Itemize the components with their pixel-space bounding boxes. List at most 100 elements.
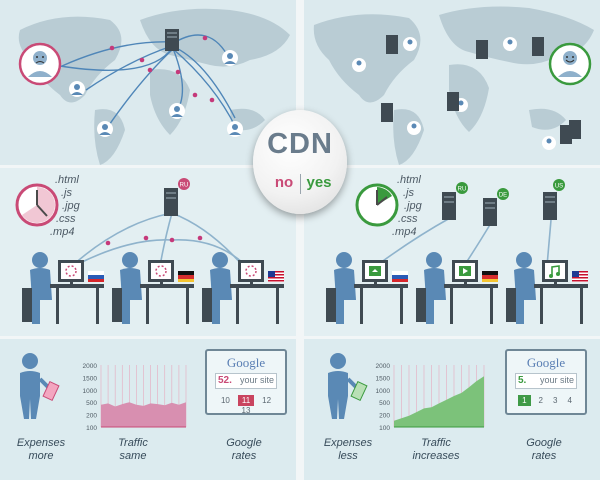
pagination: 10 11 12 13 <box>207 395 285 415</box>
server-ru-icon: RU <box>442 182 468 220</box>
page-number: 3 <box>553 396 558 405</box>
server-ru-icon: RU <box>164 178 190 216</box>
region-badge: RU <box>458 187 467 193</box>
traffic-area <box>101 402 186 427</box>
search-site: your site <box>540 375 575 385</box>
google-logo: Google <box>226 355 266 370</box>
page-number: 4 <box>567 396 572 405</box>
office-panel-cdn: .html .js .jpg .css .mp4 RU DE US <box>304 168 600 336</box>
file-type: .js <box>403 187 414 199</box>
user-node-icon <box>169 103 185 119</box>
axis-tick-label: 2000 <box>376 363 391 370</box>
usa-flag-icon <box>268 271 284 282</box>
map-panel-cdn <box>304 0 600 165</box>
page-number: 10 <box>220 396 230 405</box>
map-panel-no-cdn <box>0 0 296 165</box>
person-money-icon <box>328 353 368 419</box>
search-site: your site <box>240 375 275 385</box>
caption-line: more <box>28 450 54 462</box>
axis-tick-label: 1500 <box>83 375 98 382</box>
cdn-no-label: no <box>274 174 294 191</box>
file-type: .css <box>56 213 76 225</box>
traffic-chart-cdn: 2000 1500 1000 500 200 100 <box>376 363 485 431</box>
google-caption: Google rates <box>499 437 589 463</box>
person-money-icon <box>20 353 60 419</box>
workstation <box>22 252 104 324</box>
file-type: .html <box>397 174 421 186</box>
axis-tick-label: 100 <box>379 425 390 431</box>
caption-line: Traffic <box>118 437 148 449</box>
page-number: 13 <box>241 406 251 415</box>
file-type: .html <box>55 174 79 186</box>
search-rank: 52. <box>218 375 232 386</box>
axis-tick-label: 500 <box>379 400 390 407</box>
cdn-title: CDN <box>267 128 333 160</box>
traffic-area <box>394 376 484 427</box>
results-panel-cdn: Expenses less 2000 1500 1000 500 200 100 Traf… <box>304 339 600 480</box>
happy-user-icon <box>548 42 592 86</box>
google-results-card: Google 52. your site 10 11 12 13 <box>205 349 287 415</box>
caption-line: Traffic <box>421 437 451 449</box>
cdn-yes-label: yes <box>306 174 332 191</box>
file-type: .jpg <box>62 200 80 212</box>
clock-icon <box>355 183 399 227</box>
axis-tick-label: 200 <box>379 413 390 420</box>
google-caption: Google rates <box>199 437 289 463</box>
expenses-caption: Expenses less <box>304 437 393 463</box>
axis-tick-label: 200 <box>86 413 97 420</box>
axis-tick-label: 500 <box>86 400 97 407</box>
caption-line: Google <box>526 437 562 449</box>
page-number: 12 <box>262 396 272 405</box>
workstation <box>506 252 588 324</box>
axis-tick-label: 1500 <box>376 375 391 382</box>
caption-line: increases <box>412 450 460 462</box>
workstation <box>416 252 498 324</box>
russia-flag-icon <box>88 271 104 282</box>
traffic-caption: Traffic increases <box>391 437 481 463</box>
axis-tick-label: 2000 <box>83 363 98 370</box>
file-type: .jpg <box>404 200 422 212</box>
page-number-current: 11 <box>237 395 255 406</box>
workstation <box>326 252 408 324</box>
cdn-separator <box>300 174 301 194</box>
germany-flag-icon <box>482 271 498 282</box>
workstation <box>202 252 284 324</box>
caption-line: same <box>119 450 147 462</box>
caption-line: less <box>338 450 358 462</box>
axis-tick-label: 1000 <box>376 388 391 395</box>
file-type-list: .html .js .jpg .css .mp4 <box>392 174 422 239</box>
region-badge: RU <box>180 183 189 189</box>
caption-line: rates <box>231 450 257 462</box>
office-panel-no-cdn: .html .js .jpg .css .mp4 RU <box>0 168 296 336</box>
caption-line: Expenses <box>16 437 66 449</box>
usa-flag-icon <box>572 271 588 282</box>
page-number-current: 1 <box>518 395 531 406</box>
russia-flag-icon <box>392 271 408 282</box>
axis-tick-label: 1000 <box>83 388 98 395</box>
search-rank: 5. <box>518 375 527 386</box>
user-node-icon <box>222 50 238 66</box>
traffic-caption: Traffic same <box>88 437 178 463</box>
file-type: .js <box>61 187 72 199</box>
user-node-icon <box>69 81 85 97</box>
germany-flag-icon <box>178 271 194 282</box>
search-result-box: 5. your site <box>515 373 577 389</box>
expenses-caption: Expenses more <box>0 437 86 463</box>
caption-line: Expenses <box>323 437 373 449</box>
server-us-icon: US <box>543 179 565 220</box>
page-number: 2 <box>538 396 543 405</box>
file-type: .css <box>398 213 418 225</box>
region-badge: US <box>555 184 563 190</box>
world-map-no-cdn <box>18 8 290 165</box>
caption-line: Google <box>226 437 262 449</box>
server-de-icon: DE <box>483 188 509 226</box>
server-icon <box>165 29 179 51</box>
clock-icon <box>15 183 59 227</box>
cdn-badge: CDN no yes <box>253 110 347 214</box>
google-logo: Google <box>526 355 566 370</box>
file-type: .mp4 <box>392 226 417 238</box>
